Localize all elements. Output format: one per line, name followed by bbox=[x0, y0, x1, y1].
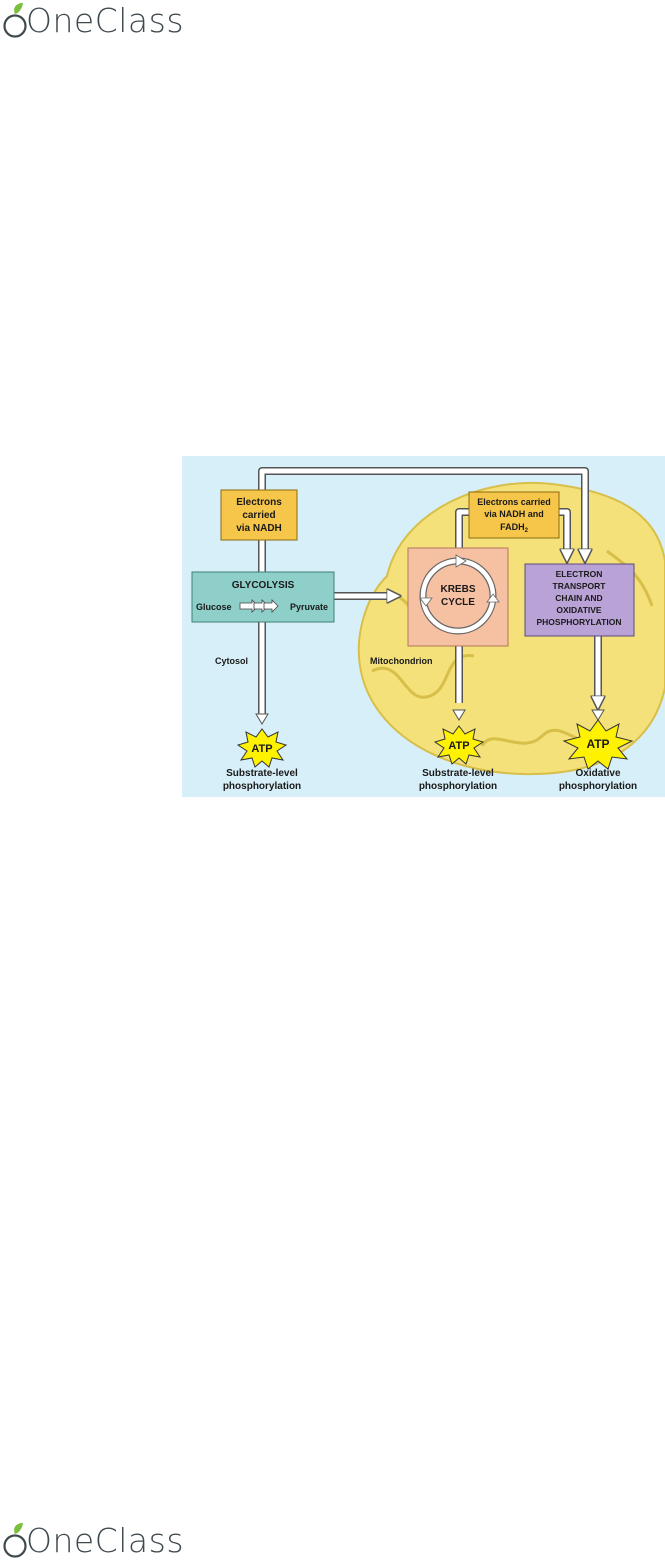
cycle-arrow-icon bbox=[419, 597, 433, 607]
glucose-label: Glucose bbox=[196, 602, 232, 612]
mitochondrion-label: Mitochondrion bbox=[370, 656, 433, 666]
cycle-arrow-icon bbox=[455, 554, 467, 568]
krebs-cycle-box: KREBS CYCLE bbox=[407, 547, 509, 647]
glycolysis-steps-arrows bbox=[239, 599, 279, 613]
output-1-line-2: phosphorylation bbox=[223, 781, 301, 792]
atp-burst-1: ATP bbox=[236, 728, 288, 768]
atp-burst-3: ATP bbox=[562, 719, 634, 770]
electron-transport-box: ELECTRON TRANSPORT CHAIN AND OXIDATIVE P… bbox=[524, 563, 635, 637]
electrons-nadh-line-2: carried bbox=[242, 510, 275, 521]
atp-label-2: ATP bbox=[448, 740, 469, 752]
atp-arrowheads bbox=[255, 709, 605, 725]
pyruvate-label: Pyruvate bbox=[290, 602, 328, 612]
apple-leaf-icon bbox=[3, 1523, 27, 1558]
cellular-respiration-diagram: Electrons carried via NADH Electrons car… bbox=[182, 456, 665, 797]
output-2-line-1: Substrate-level bbox=[422, 768, 494, 779]
brand-name: OneClass bbox=[26, 1, 185, 40]
etc-line-3: CHAIN AND bbox=[555, 593, 602, 603]
atp-label-3: ATP bbox=[586, 737, 609, 751]
output-3-line-2: phosphorylation bbox=[559, 781, 637, 792]
etc-line-1: ELECTRON bbox=[556, 569, 603, 579]
oneclass-logo-top: OneClass bbox=[2, 2, 184, 40]
electrons-fadh2-line-2: via NADH and bbox=[484, 509, 544, 519]
electrons-nadh-line-3: via NADH bbox=[236, 523, 282, 534]
electrons-fadh2-line-3: FADH2 bbox=[500, 522, 529, 534]
etc-line-5: PHOSPHORYLATION bbox=[536, 617, 621, 627]
electrons-nadh-fadh2-box: Electrons carried via NADH and FADH2 bbox=[468, 491, 560, 539]
output-3-line-1: Oxidative bbox=[575, 768, 620, 779]
glycolysis-box: GLYCOLYSIS Glucose Pyruvate bbox=[191, 571, 335, 623]
krebs-label-line-2: CYCLE bbox=[441, 597, 475, 608]
etc-line-2: TRANSPORT bbox=[553, 581, 607, 591]
electrons-nadh-box: Electrons carried via NADH bbox=[220, 489, 298, 541]
output-1-line-1: Substrate-level bbox=[226, 768, 298, 779]
atp-label-1: ATP bbox=[251, 743, 272, 755]
oneclass-logo-bottom: OneClass bbox=[2, 1522, 184, 1560]
apple-leaf-icon bbox=[3, 3, 27, 38]
output-2-line-2: phosphorylation bbox=[419, 781, 497, 792]
krebs-label-line-1: KREBS bbox=[440, 584, 475, 595]
cytosol-label: Cytosol bbox=[215, 656, 248, 666]
cycle-arrow-icon bbox=[486, 593, 500, 603]
atp-burst-2: ATP bbox=[433, 725, 485, 765]
electrons-nadh-line-1: Electrons bbox=[236, 497, 282, 508]
brand-name: OneClass bbox=[26, 1521, 185, 1560]
etc-line-4: OXIDATIVE bbox=[556, 605, 602, 615]
glycolysis-title: GLYCOLYSIS bbox=[232, 580, 295, 591]
electrons-fadh2-line-1: Electrons carried bbox=[477, 497, 551, 507]
